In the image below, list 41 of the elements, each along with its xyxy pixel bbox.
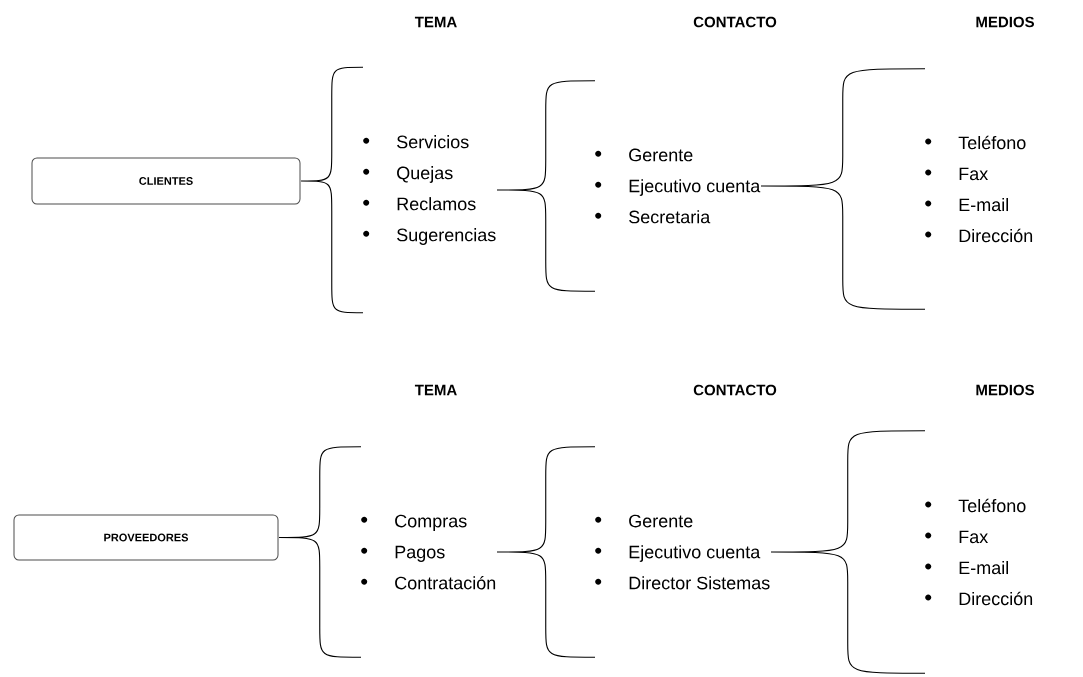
label-box: PROVEEDORES [13,514,279,561]
label-box: CLIENTES [31,157,301,205]
column-heading: CONTACTO [693,16,777,28]
node-label: Gerente [629,514,693,528]
node-label: Ejecutivo cuenta [629,179,761,196]
node-label: Reclamos [397,197,476,211]
node-label: E-mail [959,197,1008,212]
node-label: Dirección [959,591,1033,606]
curly-brace [278,446,362,658]
node-label: Gerente [629,148,693,162]
node-label: Secretaria [629,210,711,224]
column-heading: CONTACTO [693,384,777,396]
node-label: Teléfono [958,135,1026,150]
node-label: Pagos [395,545,445,562]
node-label: Fax [959,167,989,181]
column-heading: MEDIOS [976,16,1034,28]
bullet-list: Teléfono Fax E-mail Dirección [925,135,1033,243]
node-label: Quejas [397,166,453,183]
bullet-list: Teléfono Fax E-mail Dirección [925,498,1033,606]
curly-brace [760,68,926,310]
column-heading: MEDIOS [976,384,1034,396]
node-label: Fax [959,530,989,544]
node-label: Ejecutivo cuenta [629,545,761,562]
column-heading: TEMA [414,16,457,28]
node-label: Dirección [959,228,1033,243]
node-label: Contratación [395,575,496,590]
node-label: Servicios [397,135,469,149]
curly-brace [496,80,596,292]
node-label: Teléfono [958,498,1026,513]
bullet-list: Servicios Quejas Reclamos Sugerencias [363,135,496,245]
node-label: Director Sistemas [629,576,770,590]
node-label: Sugerencias [397,228,496,245]
column-heading: TEMA [414,384,457,396]
bullet-list: Compras Pagos Contratación [361,514,496,590]
curly-brace [300,66,364,314]
node-label: Compras [395,514,467,531]
bullet-list: Gerente Ejecutivo cuenta Secretaria [595,148,761,224]
curly-brace [770,430,926,674]
curly-brace [496,446,596,658]
node-label: E-mail [959,561,1008,575]
bullet-list: Gerente Ejecutivo cuenta Director Sistemas [595,514,770,590]
